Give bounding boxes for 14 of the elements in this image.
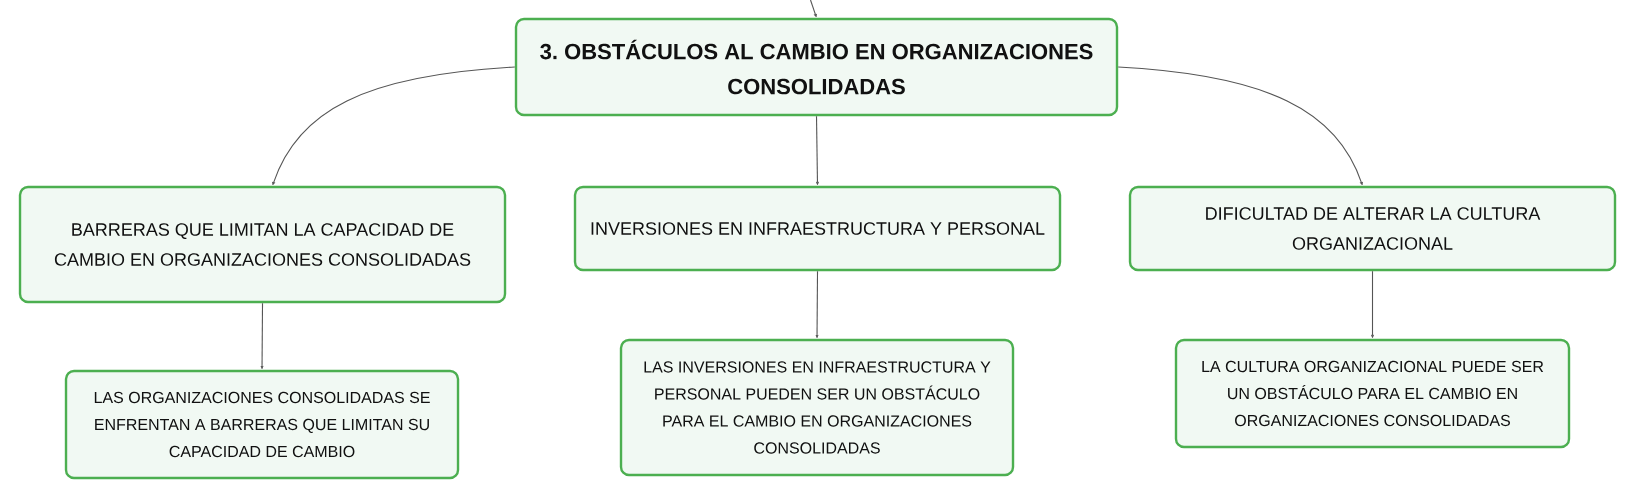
note-box: LA CULTURA ORGANIZACIONAL PUEDE SER UN OBSTÁCULO PARA EL CAMBIO EN ORGANIZACIONES CONSOLIDADAS [1174, 338, 1571, 449]
topic-box: 3. OBSTÁCULOS AL CAMBIO EN ORGANIZACIONES CONSOLIDADAS [514, 17, 1119, 117]
note-box: LAS INVERSIONES EN INFRAESTRUCTURA Y PERSONAL PUEDEN SER UN OBSTÁCULO PARA EL CAMBIO EN ORGANIZACIONES CONSOLIDADAS [619, 338, 1015, 477]
arrow [815, 115, 819, 186]
subtopic-box: BARRERAS QUE LIMITAN LA CAPACIDAD DE CAMBIO EN ORGANIZACIONES CONSOLIDADAS [18, 185, 507, 304]
arrow [1371, 270, 1374, 339]
arrow [260, 302, 264, 370]
arrow [1117, 66, 1363, 186]
arrow [809, 0, 817, 18]
subtopic-box: INVERSIONES EN INFRAESTRUCTURA Y PERSONAL [573, 185, 1062, 272]
arrow [272, 66, 516, 186]
note-box: LAS ORGANIZACIONES CONSOLIDADAS SE ENFRENTAN A BARRERAS QUE LIMITAN SU CAPACIDAD DE CAMBIO [64, 369, 460, 480]
subtopic-box: DIFICULTAD DE ALTERAR LA CULTURA ORGANIZACIONAL [1128, 185, 1617, 272]
arrow [815, 270, 819, 339]
